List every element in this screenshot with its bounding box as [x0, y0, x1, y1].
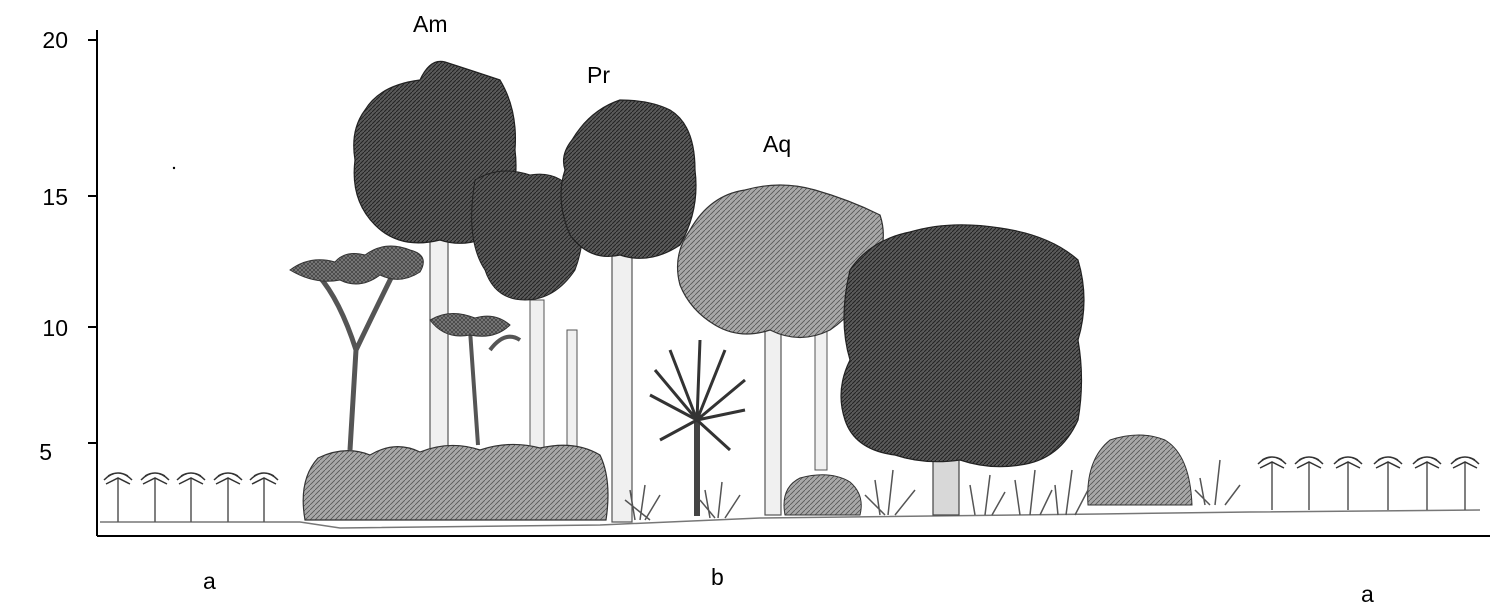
y-tick-label-10: 10: [8, 317, 68, 340]
zone-label-right: a: [1361, 583, 1374, 606]
shrub-center: [784, 475, 861, 515]
y-axis: [88, 30, 97, 536]
left-palm-row: [104, 473, 278, 522]
right-palm-row: [1258, 457, 1479, 510]
tree-large-dark: [841, 225, 1084, 515]
zone-label-center: b: [711, 566, 724, 589]
shrub-cluster-left: [303, 444, 608, 520]
label-pr: Pr: [587, 64, 610, 87]
zone-label-left: a: [203, 570, 216, 593]
y-tick-label-5: 5: [0, 441, 52, 464]
shrub-right: [1088, 435, 1192, 505]
y-tick-label-15: 15: [8, 186, 68, 209]
stray-dot: [173, 167, 175, 169]
y-tick-label-20: 20: [8, 29, 68, 52]
label-aq: Aq: [763, 133, 791, 156]
label-am: Am: [413, 13, 448, 36]
palm-tree: [650, 340, 745, 516]
left-understory-tree: [290, 246, 423, 450]
